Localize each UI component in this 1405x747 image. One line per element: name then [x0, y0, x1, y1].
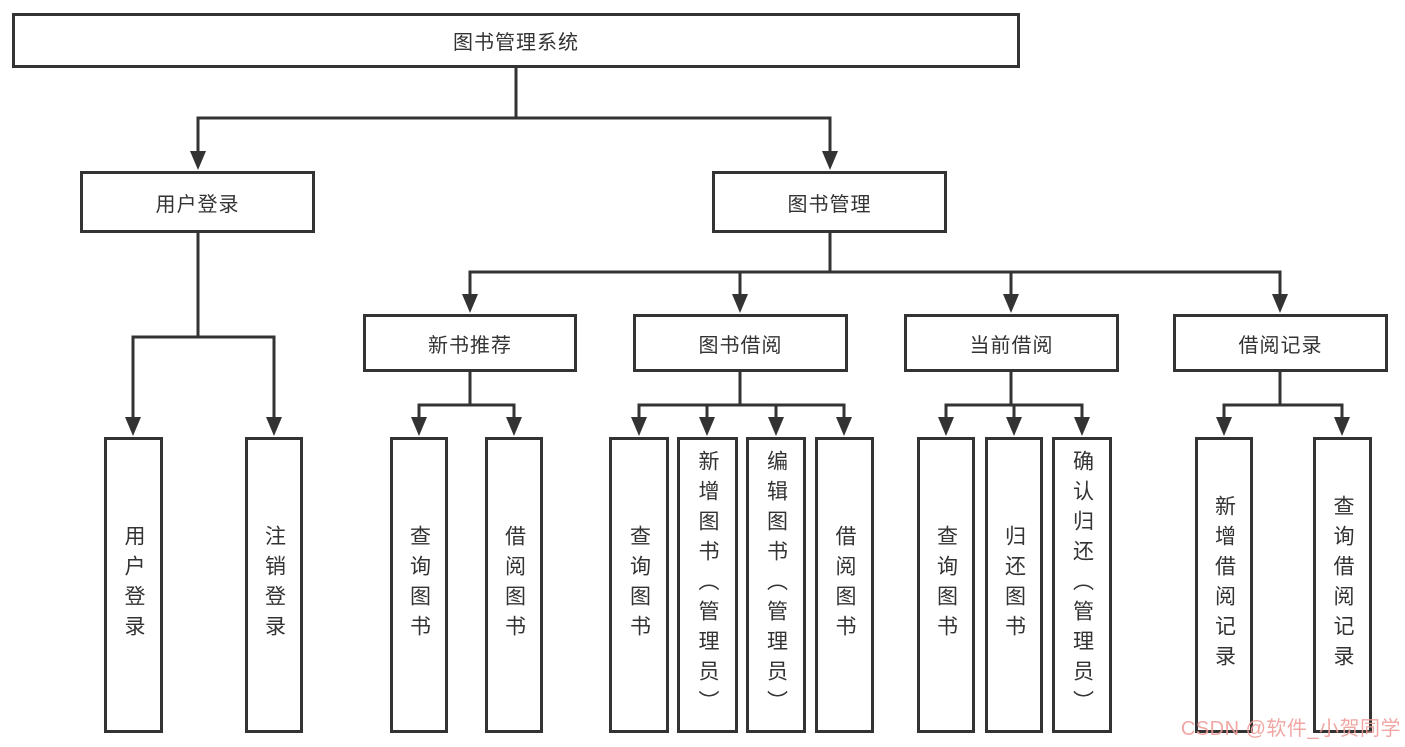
- leaf-logout: 注销登录: [245, 437, 303, 733]
- node-book-management: 图书管理: [712, 171, 947, 233]
- node-book-borrowing: 图书借阅: [633, 314, 848, 372]
- leaf-query-books-borrowing: 查询图书: [609, 437, 669, 733]
- node-new-book-recommend: 新书推荐: [363, 314, 577, 372]
- node-borrow-records: 借阅记录: [1173, 314, 1388, 372]
- node-library-management-system: 图书管理系统: [12, 13, 1020, 68]
- leaf-add-books-admin: 新增图书（管理员）: [677, 437, 738, 733]
- leaf-borrow-books-borrowing: 借阅图书: [815, 437, 874, 733]
- leaf-confirm-return-admin: 确认归还（管理员）: [1052, 437, 1112, 733]
- leaf-query-books-recommend: 查询图书: [390, 437, 448, 733]
- leaf-query-books-current: 查询图书: [917, 437, 975, 733]
- node-user-login: 用户登录: [80, 171, 315, 233]
- leaf-borrow-books-recommend: 借阅图书: [485, 437, 543, 733]
- arrowheads: [125, 151, 1350, 436]
- leaf-user-login: 用户登录: [104, 437, 163, 733]
- leaf-query-borrow-record: 查询借阅记录: [1313, 437, 1372, 733]
- node-current-borrowing: 当前借阅: [904, 314, 1119, 372]
- leaf-add-borrow-record: 新增借阅记录: [1195, 437, 1253, 733]
- csdn-watermark: CSDN @软件_小贺同学: [1180, 718, 1401, 740]
- leaf-edit-books-admin: 编辑图书（管理员）: [746, 437, 806, 733]
- leaf-return-books: 归还图书: [985, 437, 1043, 733]
